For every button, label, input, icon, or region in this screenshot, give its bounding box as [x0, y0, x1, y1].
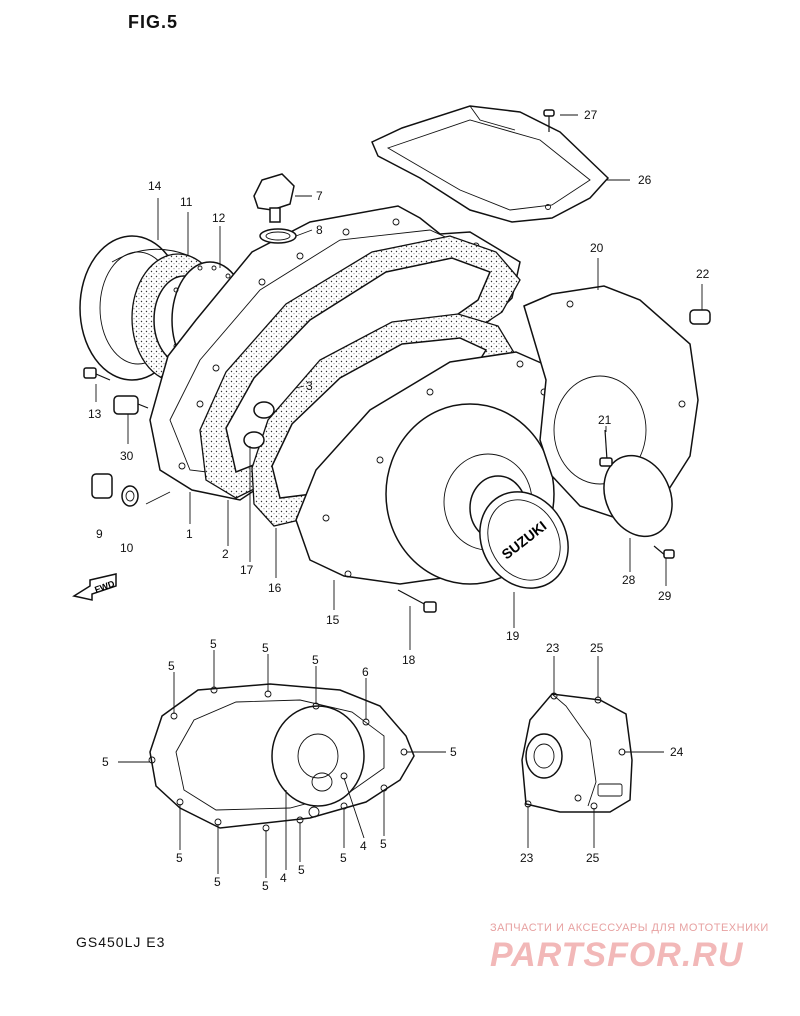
fwd-arrow-icon: FWD [72, 573, 117, 601]
callout-20: 20 [590, 241, 604, 255]
callout-23-b: 23 [520, 851, 534, 865]
callout-5-b: 5 [210, 637, 217, 651]
part-13-bolt [83, 367, 111, 381]
lower-left-leader-lines [118, 650, 446, 878]
callout-12: 12 [212, 211, 226, 225]
callout-13: 13 [88, 407, 102, 421]
callout-5-e: 5 [450, 745, 457, 759]
callout-28: 28 [622, 573, 636, 587]
part-3-dowel [243, 401, 275, 449]
callout-22: 22 [696, 267, 710, 281]
lower-generator-cover [521, 692, 633, 813]
part-8-o-ring [259, 228, 297, 244]
callout-6: 6 [362, 665, 369, 679]
callout-5-a: 5 [168, 659, 175, 673]
callout-24: 24 [670, 745, 684, 759]
callout-5-d: 5 [312, 653, 319, 667]
part-28-cap [603, 454, 673, 538]
part-7-filler-cap [253, 173, 295, 223]
figure-title: FIG.5 [128, 12, 179, 32]
upper-leader-lines [95, 114, 703, 650]
callout-26: 26 [638, 173, 652, 187]
callout-9: 9 [96, 527, 103, 541]
callout-10: 10 [120, 541, 134, 555]
callout-16: 16 [268, 581, 282, 595]
callout-5-c: 5 [262, 641, 269, 655]
lower-clutch-cover [148, 683, 415, 832]
watermark-tagline: ЗАПЧАСТИ И АКСЕССУАРЫ ДЛЯ МОТОТЕХНИКИ [490, 922, 769, 934]
callout-2: 2 [222, 547, 229, 561]
callout-4-a: 4 [280, 871, 287, 885]
part-29-screw [653, 545, 675, 559]
part-27-screw [543, 109, 555, 132]
model-code: GS450LJ E3 [76, 934, 166, 950]
callout-25-a: 25 [590, 641, 604, 655]
part-22-bushing [689, 309, 711, 325]
callout-21: 21 [598, 413, 612, 427]
callout-5-i: 5 [262, 879, 269, 893]
callout-5-h: 5 [214, 875, 221, 889]
callout-4-b: 4 [360, 839, 367, 853]
lower-right-leader-lines [527, 656, 664, 848]
callout-8: 8 [316, 223, 323, 237]
callout-5-j: 5 [298, 863, 305, 877]
callout-11: 11 [180, 195, 193, 209]
part-26-top-cover [371, 105, 610, 223]
callout-23-a: 23 [546, 641, 560, 655]
callout-25-b: 25 [586, 851, 600, 865]
callout-17: 17 [240, 563, 254, 577]
callout-5-l: 5 [380, 837, 387, 851]
part-20-generator-cover [523, 285, 699, 521]
part-18-bolt [397, 589, 437, 613]
callout-18: 18 [402, 653, 416, 667]
callout-5-f: 5 [102, 755, 109, 769]
callout-5-k: 5 [340, 851, 347, 865]
callout-1: 1 [186, 527, 193, 541]
callout-3: 3 [306, 379, 313, 393]
part-30-switch [113, 395, 149, 415]
callout-14: 14 [148, 179, 162, 193]
callout-7: 7 [316, 189, 323, 203]
part-10-washer [121, 485, 139, 507]
callout-15: 15 [326, 613, 340, 627]
watermark-logo: PARTSFOR.RU [490, 936, 744, 974]
callout-30: 30 [120, 449, 134, 463]
callout-27: 27 [584, 108, 598, 122]
part-9-plug [91, 473, 113, 499]
part-21-bolt [599, 429, 613, 467]
callout-19: 19 [506, 629, 520, 643]
callout-5-g: 5 [176, 851, 183, 865]
callout-29: 29 [658, 589, 672, 603]
part-19-emblem: SUZUKI [479, 491, 569, 589]
